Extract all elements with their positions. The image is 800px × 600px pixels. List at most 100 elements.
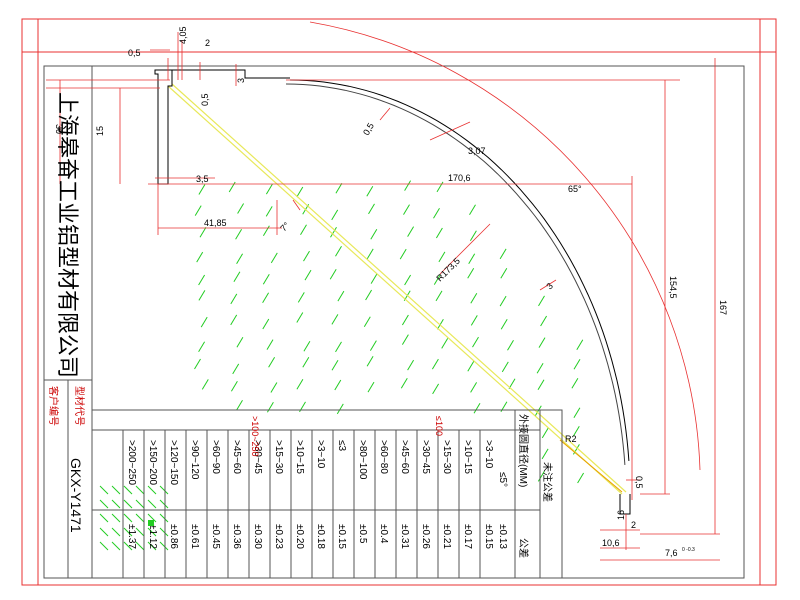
hatch-mark [470,382,478,393]
tolerance-value: ±0.15 [483,524,494,549]
diameter-range: >45~60 [231,440,242,474]
hatch-mark [469,230,477,241]
hatch-mark [135,527,145,537]
hatch-mark [303,250,310,262]
hatch-mark [194,358,201,370]
dim-10-6: 10,6 [602,538,620,548]
dim-4-05: 4,05 [178,26,188,44]
hatch-mark [303,341,311,352]
dim-167: 167 [718,300,728,315]
hatch-mark [501,361,509,373]
hatch-mark [270,252,278,264]
hatch-mark [403,204,410,215]
hatch-mark [147,513,157,523]
hatch-mark [262,318,270,330]
hatch-mark [297,292,305,303]
dim-3: 3 [236,78,246,83]
hatch-mark [436,318,444,330]
hatch-mark [573,358,581,370]
tolerance-value: ±0.36 [231,524,242,549]
hatch-mark [499,248,507,260]
diameter-range: >120~150 [168,440,179,485]
hatch-mark [99,499,109,509]
hatch-mark [369,340,377,351]
diameter-range: >3~10 [483,440,494,469]
dim-7-deg: 7° [278,220,291,233]
hatch-mark [304,269,312,281]
dim-154-5: 154,5 [668,276,678,299]
hatch-mark [198,184,206,195]
hatch-mark [236,399,243,411]
hatch-mark [500,318,508,330]
hatch-mark [329,268,337,280]
hatch-mark [265,183,273,195]
tolerance-value: ±0.30 [252,524,263,549]
hatch-mark [366,355,374,367]
tolerance-value: ±0.5 [357,524,368,544]
diameter-range: >60~90 [210,440,221,474]
company-name: 上海皋奋工业铝型材有限公司 [54,92,79,378]
hatch-mark [435,290,443,302]
dim-3-07: 3,07 [468,146,486,156]
diameter-range: >3~10 [315,440,326,469]
hatch-mark [431,358,439,370]
hatch-mark [335,341,342,353]
green-marker [148,520,154,526]
hatch-mark [435,227,443,239]
hatch-mark [469,204,476,216]
diameter-range: >15~30 [441,440,452,474]
hatch-mark [331,209,339,221]
tolerance-value: ±0.21 [441,524,452,549]
tolerance-value: ±0.20 [294,524,305,549]
dim-65-deg: 65° [568,184,582,194]
hatch-mark [537,471,545,482]
dim-30: 30 [54,124,64,134]
hatch-mark [123,541,133,551]
dim-7-6: 7,6 [665,548,678,558]
hatch-mark [266,401,274,413]
hatch-mark [159,541,169,551]
hatch-mark [467,268,475,279]
hatch-mark [194,205,202,216]
hatch-mark [366,186,374,197]
hatch-mark [296,312,304,323]
hatch-mark [538,337,546,348]
hatch-mark [576,339,584,351]
dim-0-5-left: 0,5 [128,48,141,58]
diameter-range: >30~45 [420,440,431,474]
hatch-mark [507,340,514,351]
tolerance-value: ±0.61 [189,524,200,549]
hatch-mark [111,485,121,495]
hatch-mark [572,425,580,437]
hatch-mark [135,513,145,523]
hatch-mark [135,485,145,495]
hatch-mark [467,361,475,372]
table-header-outer-diameter: 外接圆直径(MM) [517,414,530,487]
hatch-mark [473,403,481,414]
hatch-mark [401,314,409,326]
hatch-mark [123,513,133,523]
table-header-tolerance: 未注公差 [541,462,554,502]
hatch-mark [111,527,121,537]
dim-0-5-arc: 0,5 [361,121,376,137]
hatch-mark [198,274,206,286]
hatch-mark [468,253,476,264]
hatch-mark [367,381,375,393]
dim-2-top: 2 [205,38,210,48]
dim-3-notch: 3 [544,281,555,292]
hatch-mark [433,274,441,285]
hatch-mark [147,541,157,551]
hatch-mark [159,499,169,509]
hatch-mark [230,381,238,392]
dim-2-right: 2 [631,520,636,530]
hatch-mark [99,485,109,495]
dim-r2: R2 [565,434,577,444]
dimension-lines [46,21,720,561]
hatch-mark [331,314,339,325]
hatch-mark [265,206,273,217]
hatch-mark [236,337,244,348]
hatch-mark [365,289,373,301]
hatch-mark [407,226,415,237]
hatch-mark [334,379,342,391]
